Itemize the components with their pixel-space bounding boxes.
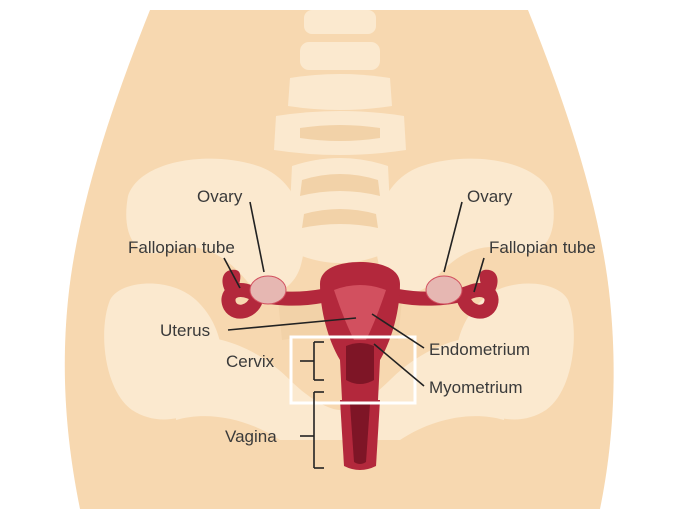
label-ovary-right: Ovary <box>467 187 513 206</box>
label-uterus: Uterus <box>160 321 210 340</box>
ovary-right <box>426 276 462 304</box>
label-ovary-left: Ovary <box>197 187 243 206</box>
label-vagina: Vagina <box>225 427 277 446</box>
cervix <box>346 343 374 384</box>
label-cervix: Cervix <box>226 352 275 371</box>
label-endometrium: Endometrium <box>429 340 530 359</box>
label-myometrium: Myometrium <box>429 378 523 397</box>
label-fallopian-right: Fallopian tube <box>489 238 596 257</box>
ovary-left <box>250 276 286 304</box>
label-fallopian-left: Fallopian tube <box>128 238 235 257</box>
